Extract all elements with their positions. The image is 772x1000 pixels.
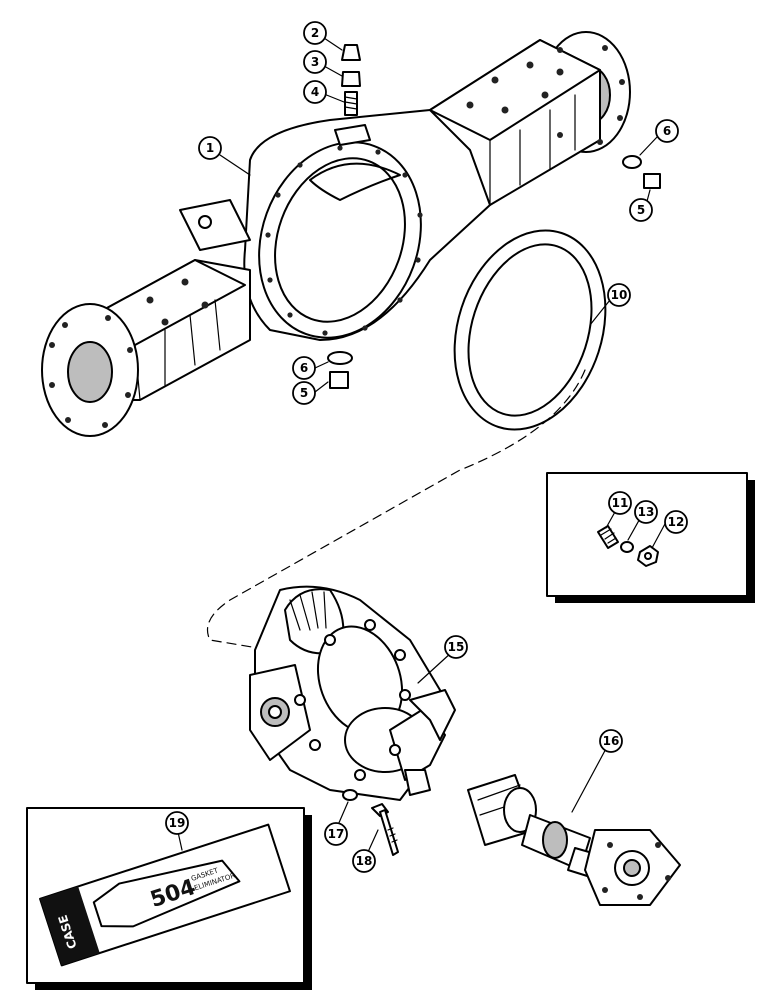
callout-6-upper-label: 6 — [663, 124, 671, 138]
nut — [637, 545, 659, 567]
lock-washer — [620, 541, 634, 553]
upper-washer — [622, 155, 642, 169]
sealant-package: CASE 504 GASKET ELIMINATOR — [39, 823, 291, 967]
callout-10-label: 10 — [611, 288, 628, 302]
callout-19: 19 — [165, 811, 189, 835]
callout-2-label: 2 — [311, 26, 319, 40]
callout-1-label: 1 — [206, 141, 214, 155]
carrier-gasket — [453, 229, 607, 431]
callout-13: 13 — [634, 500, 658, 524]
upper-plug-and-washer — [622, 155, 661, 189]
pinion-yoke-upper — [409, 689, 456, 741]
ring-gear — [284, 588, 345, 655]
callout-6-upper: 6 — [655, 119, 679, 143]
left-flange-bore — [67, 341, 113, 403]
banjo-interior-shadow — [309, 162, 401, 201]
breather-cap — [341, 44, 361, 61]
sealant-tube — [92, 859, 241, 928]
callout-3: 3 — [303, 50, 327, 74]
callout-15-label: 15 — [448, 640, 465, 654]
carrier-bolt — [371, 803, 399, 856]
callout-2: 2 — [303, 21, 327, 45]
callout-5-upper: 5 — [629, 198, 653, 222]
right-mount-pad — [429, 39, 601, 141]
banjo-carrier-flange — [258, 141, 422, 339]
lower-washer — [327, 351, 353, 365]
callout-16-label: 16 — [603, 734, 620, 748]
callout-19-label: 19 — [169, 816, 186, 830]
callout-6-lower-label: 6 — [300, 361, 308, 375]
upper-plug — [643, 173, 661, 189]
callout-11: 11 — [608, 491, 632, 515]
callout-11-label: 11 — [612, 496, 629, 510]
callout-15: 15 — [444, 635, 468, 659]
breather-assembly — [341, 44, 361, 116]
callout-10: 10 — [607, 283, 631, 307]
callout-17-label: 17 — [328, 827, 345, 841]
callout-3-label: 3 — [311, 55, 319, 69]
right-flange-holes — [557, 45, 625, 145]
right-pad-holes — [466, 61, 564, 114]
callout-18: 18 — [352, 849, 376, 873]
carrier-bolts — [294, 619, 411, 781]
callout-4-label: 4 — [311, 85, 319, 99]
hardware-inset — [546, 472, 755, 603]
callout-13-label: 13 — [638, 505, 655, 519]
callout-12-label: 12 — [668, 515, 685, 529]
callout-16: 16 — [599, 729, 623, 753]
left-mount-bracket — [179, 199, 251, 251]
callout-5-upper-label: 5 — [637, 203, 645, 217]
callout-12: 12 — [664, 510, 688, 534]
callout-5-lower: 5 — [292, 381, 316, 405]
drive-shaft — [467, 774, 681, 906]
left-flange-holes — [49, 315, 133, 428]
callout-1: 1 — [198, 136, 222, 160]
lower-plug-and-washer — [327, 351, 353, 389]
pinion-shaft — [389, 707, 446, 781]
carrier-nut — [342, 789, 358, 801]
axle-housing — [41, 31, 631, 437]
differential-carrier — [249, 585, 456, 801]
breather-adapter — [341, 71, 361, 87]
callout-4: 4 — [303, 80, 327, 104]
pinion-yoke-lower — [404, 769, 431, 796]
lower-plug — [329, 371, 349, 389]
callout-5-lower-label: 5 — [300, 386, 308, 400]
sealant-inset: CASE 504 GASKET ELIMINATOR — [26, 807, 312, 990]
callout-18-label: 18 — [356, 854, 373, 868]
callout-6-lower: 6 — [292, 356, 316, 380]
banjo-stud-holes — [265, 145, 423, 336]
alignment-line — [206, 369, 586, 651]
callout-17: 17 — [324, 822, 348, 846]
fill-boss — [334, 124, 371, 146]
stud — [597, 525, 619, 549]
